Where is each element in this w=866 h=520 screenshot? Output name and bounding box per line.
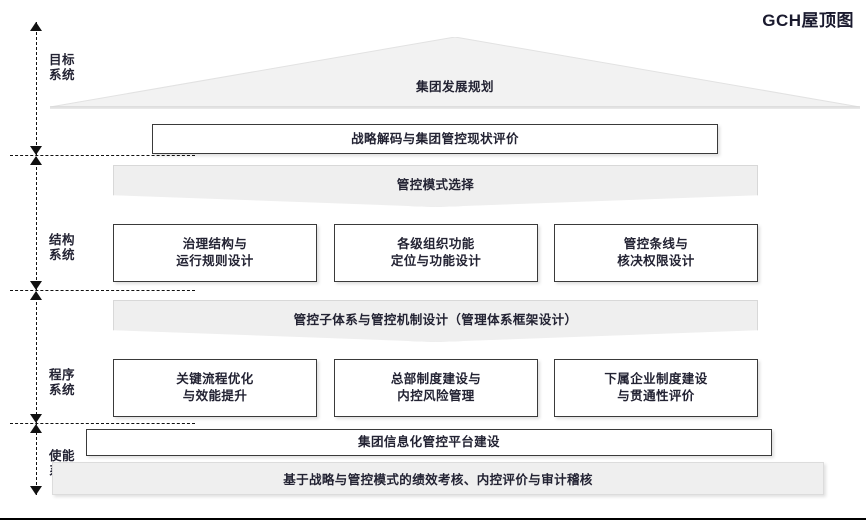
structure-box-3-line2: 核决权限设计 [617,254,695,268]
performance-evaluation-bar[interactable]: 基于战略与管控模式的绩效考核、内控评价与审计稽核 [52,462,824,495]
roof-triangle: 集团发展规划 [50,37,860,109]
axis-arrow-down-bottom [30,486,42,495]
procedure-box-3[interactable]: 下属企业制度建设 与贯通性评价 [554,359,758,417]
axis-label-procedure-system: 程序 系统 [49,368,89,398]
page-title: GCH屋顶图 [762,11,854,30]
strategy-decode-box[interactable]: 战略解码与集团管控现状评价 [152,124,718,154]
axis-label-structure-line1: 结构 [49,233,76,247]
roof-label: 集团发展规划 [415,80,494,94]
axis-divider-structure-procedure [10,290,195,291]
procedure-mechanism-banner[interactable]: 管控子体系与管控机制设计（管理体系框架设计） [113,300,758,342]
axis-arrow-down-2 [30,281,42,290]
axis-label-goal-line2: 系统 [49,68,76,82]
axis-label-goal-line1: 目标 [49,53,76,67]
procedure-box-3-line2: 与贯通性评价 [617,389,695,403]
axis-label-structure-line2: 系统 [49,248,76,262]
platform-construction-box[interactable]: 集团信息化管控平台建设 [86,429,772,456]
axis-arrow-up-3 [30,424,42,433]
procedure-box-2-line1: 总部制度建设与 [390,372,482,386]
procedure-box-2-line2: 内控风险管理 [397,389,475,403]
axis-divider-procedure-enable [10,423,195,424]
procedure-box-2[interactable]: 总部制度建设与 内控风险管理 [334,359,538,417]
structure-box-2-line1: 各级组织功能 [397,237,475,251]
axis-label-procedure-line2: 系统 [49,383,76,397]
structure-box-1-line2: 运行规则设计 [176,254,254,268]
axis-label-structure-system: 结构 系统 [49,233,89,263]
axis-vertical-dashed-line [36,22,37,495]
axis-label-goal-system: 目标 系统 [49,53,89,83]
procedure-box-1-line2: 与效能提升 [182,389,248,403]
axis-arrow-up-2 [30,291,42,300]
axis-label-enable-line1: 使能 [49,449,76,463]
structure-box-1[interactable]: 治理结构与 运行规则设计 [113,224,317,282]
axis-arrow-down-1 [30,146,42,155]
procedure-box-1-line1: 关键流程优化 [176,372,254,386]
structure-mode-banner[interactable]: 管控模式选择 [113,165,758,207]
procedure-box-1[interactable]: 关键流程优化 与效能提升 [113,359,317,417]
structure-mode-banner-label: 管控模式选择 [396,178,475,192]
structure-box-3[interactable]: 管控条线与 核决权限设计 [554,224,758,282]
axis-label-procedure-line1: 程序 [49,368,76,382]
roof-triangle-shape [50,37,860,109]
axis-arrow-up-1 [30,156,42,165]
procedure-mechanism-banner-label: 管控子体系与管控机制设计（管理体系框架设计） [293,313,578,327]
structure-box-2[interactable]: 各级组织功能 定位与功能设计 [334,224,538,282]
structure-box-1-line1: 治理结构与 [182,237,248,251]
axis-arrow-up-top [30,22,42,31]
procedure-box-3-line1: 下属企业制度建设 [604,372,708,386]
structure-box-3-line1: 管控条线与 [623,237,689,251]
axis-divider-goal-structure [10,155,195,156]
structure-box-2-line2: 定位与功能设计 [390,254,482,268]
axis-arrow-down-3 [30,414,42,423]
